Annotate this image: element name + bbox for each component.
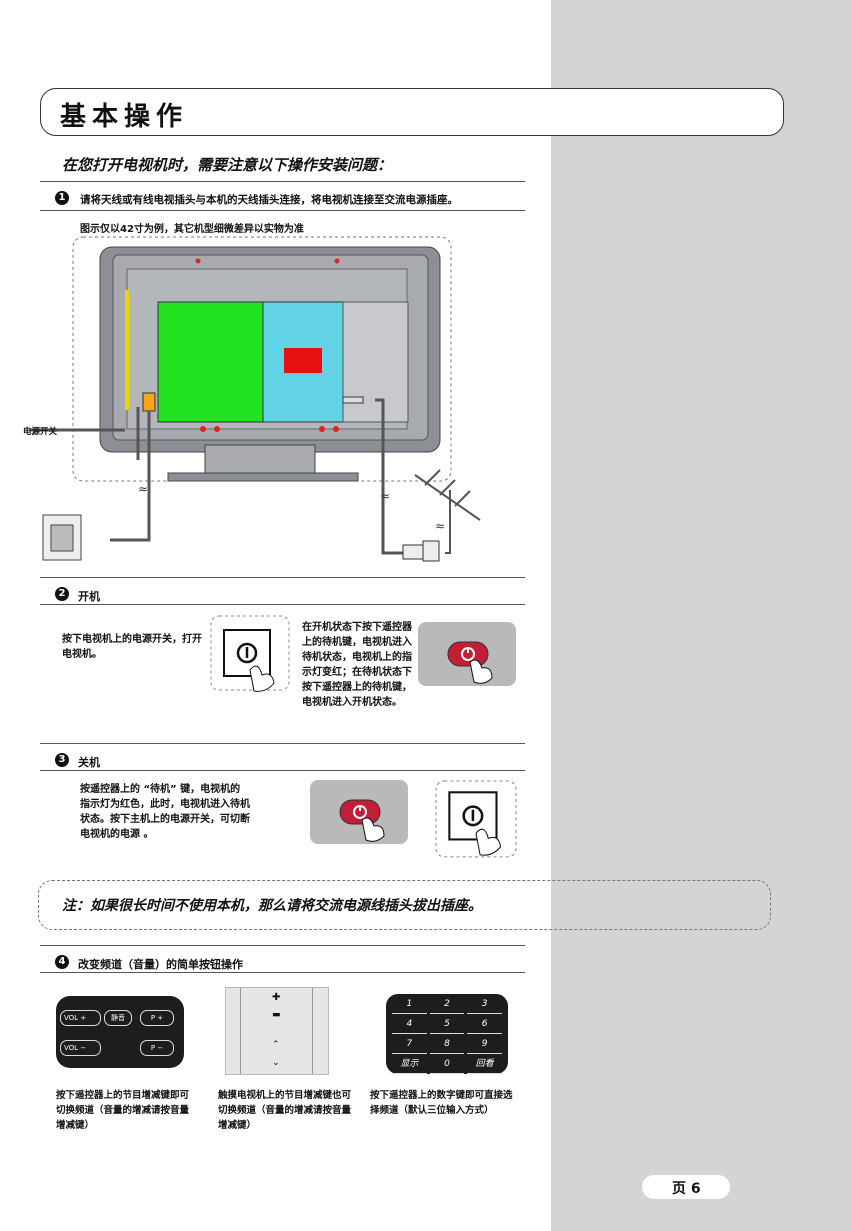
vol-minus-button: VOL − (60, 1040, 101, 1056)
caption-remote-vol: 按下遥控器上的节目增减键即可切换频道（音量的增减请按音量增减键） (56, 1090, 190, 1131)
p-label: P (150, 1014, 156, 1022)
down-arrow-icon: ⌄ (272, 1058, 280, 1068)
vol-label: VOL (64, 1044, 79, 1052)
sidebar-panel (551, 0, 852, 1231)
caption-tv-buttons: 触摸电视机上的节目增减键也可切换频道（音量的增减请按音量增减键） (218, 1090, 352, 1131)
p-minus-button: P − (140, 1040, 174, 1056)
svg-text:≈: ≈ (138, 482, 148, 496)
tv-back-diagram: ≈ ≈ ≈ (30, 236, 481, 562)
divider (312, 988, 313, 1074)
remote-standby-button-icon (418, 622, 516, 686)
tv-side-buttons-image: ✚ ▬ ⌃ ⌄ (225, 987, 329, 1075)
page-number: 页 6 (672, 1181, 701, 1197)
vol-plus-button: VOL + (60, 1010, 101, 1026)
keypad-key: 5 (429, 1016, 465, 1034)
power-on-text-2: 在开机状态下按下遥控器上的待机键，电视机进入待机状态，电视机上的指示灯变红；在待… (302, 622, 412, 708)
keypad-key: 9 (467, 1036, 502, 1054)
remote-vol-channel-image: VOL + 静音 P + VOL − P − (56, 996, 184, 1068)
divider (40, 770, 525, 771)
svg-text:≈: ≈ (435, 519, 445, 533)
keypad-key: 2 (429, 996, 465, 1014)
minus-icon: ▬ (272, 1010, 281, 1020)
keypad-key: 6 (467, 1016, 502, 1034)
power-button-tv-icon (435, 780, 517, 858)
keypad-key: 4 (392, 1016, 427, 1034)
divider (40, 181, 525, 182)
mute-button: 静音 (104, 1010, 132, 1026)
up-arrow-icon: ⌃ (272, 1040, 280, 1050)
divider (40, 945, 525, 946)
page-title: 基本操作 (60, 102, 189, 132)
power-button-tv-icon (210, 615, 290, 692)
svg-text:≈: ≈ (380, 489, 390, 503)
divider (40, 604, 525, 605)
section-4-number: 4 (55, 955, 69, 969)
power-off-text: 按遥控器上的 “待机” 键，电视机的指示灯为红色，此时，电视机进入待机状态。按下… (80, 784, 250, 840)
note-text: 注：如果很长时间不使用本机，那么请将交流电源线插头拔出插座。 (62, 898, 482, 914)
plus-icon: ✚ (272, 992, 281, 1003)
keypad-key: 7 (392, 1036, 427, 1054)
remote-standby-button-icon (310, 780, 408, 844)
page-number-badge (642, 1175, 730, 1199)
keypad-key: 1 (392, 996, 427, 1014)
section-1-text: 请将天线或有线电视插头与本机的天线插头连接，将电视机连接至交流电源插座。 (80, 194, 458, 206)
vol-label: VOL (64, 1014, 79, 1022)
divider (40, 210, 525, 211)
divider (240, 988, 241, 1074)
section-3-heading: 关机 (78, 756, 100, 769)
section-2-heading: 开机 (78, 590, 100, 603)
power-on-text-1: 按下电视机上的电源开关，打开电视机。 (62, 634, 202, 660)
keypad-key: 显示 (392, 1056, 427, 1074)
p-label: P (150, 1044, 156, 1052)
diagram-caption: 图示仅以42寸为例，其它机型细微差异以实物为准 (80, 224, 304, 235)
divider (40, 577, 525, 578)
page-subtitle: 在您打开电视机时，需要注意以下操作安装问题： (62, 156, 393, 174)
keypad-key: 8 (429, 1036, 465, 1054)
keypad-key: 3 (467, 996, 502, 1014)
caption-keypad: 按下遥控器上的数字键即可直接选择频道（默认三位输入方式） (370, 1090, 513, 1116)
title-bar (40, 88, 784, 136)
keypad-key: 0 (429, 1056, 465, 1074)
divider (40, 972, 525, 973)
note-box (38, 880, 771, 930)
section-4-heading: 改变频道（音量）的简单按钮操作 (78, 958, 243, 971)
p-plus-button: P + (140, 1010, 174, 1026)
section-2-number: 2 (55, 587, 69, 601)
section-1-number: 1 (55, 191, 69, 205)
power-switch-label: 电源开关 (23, 427, 58, 437)
keypad-key: 回看 (467, 1056, 502, 1074)
section-3-number: 3 (55, 753, 69, 767)
divider (40, 743, 525, 744)
